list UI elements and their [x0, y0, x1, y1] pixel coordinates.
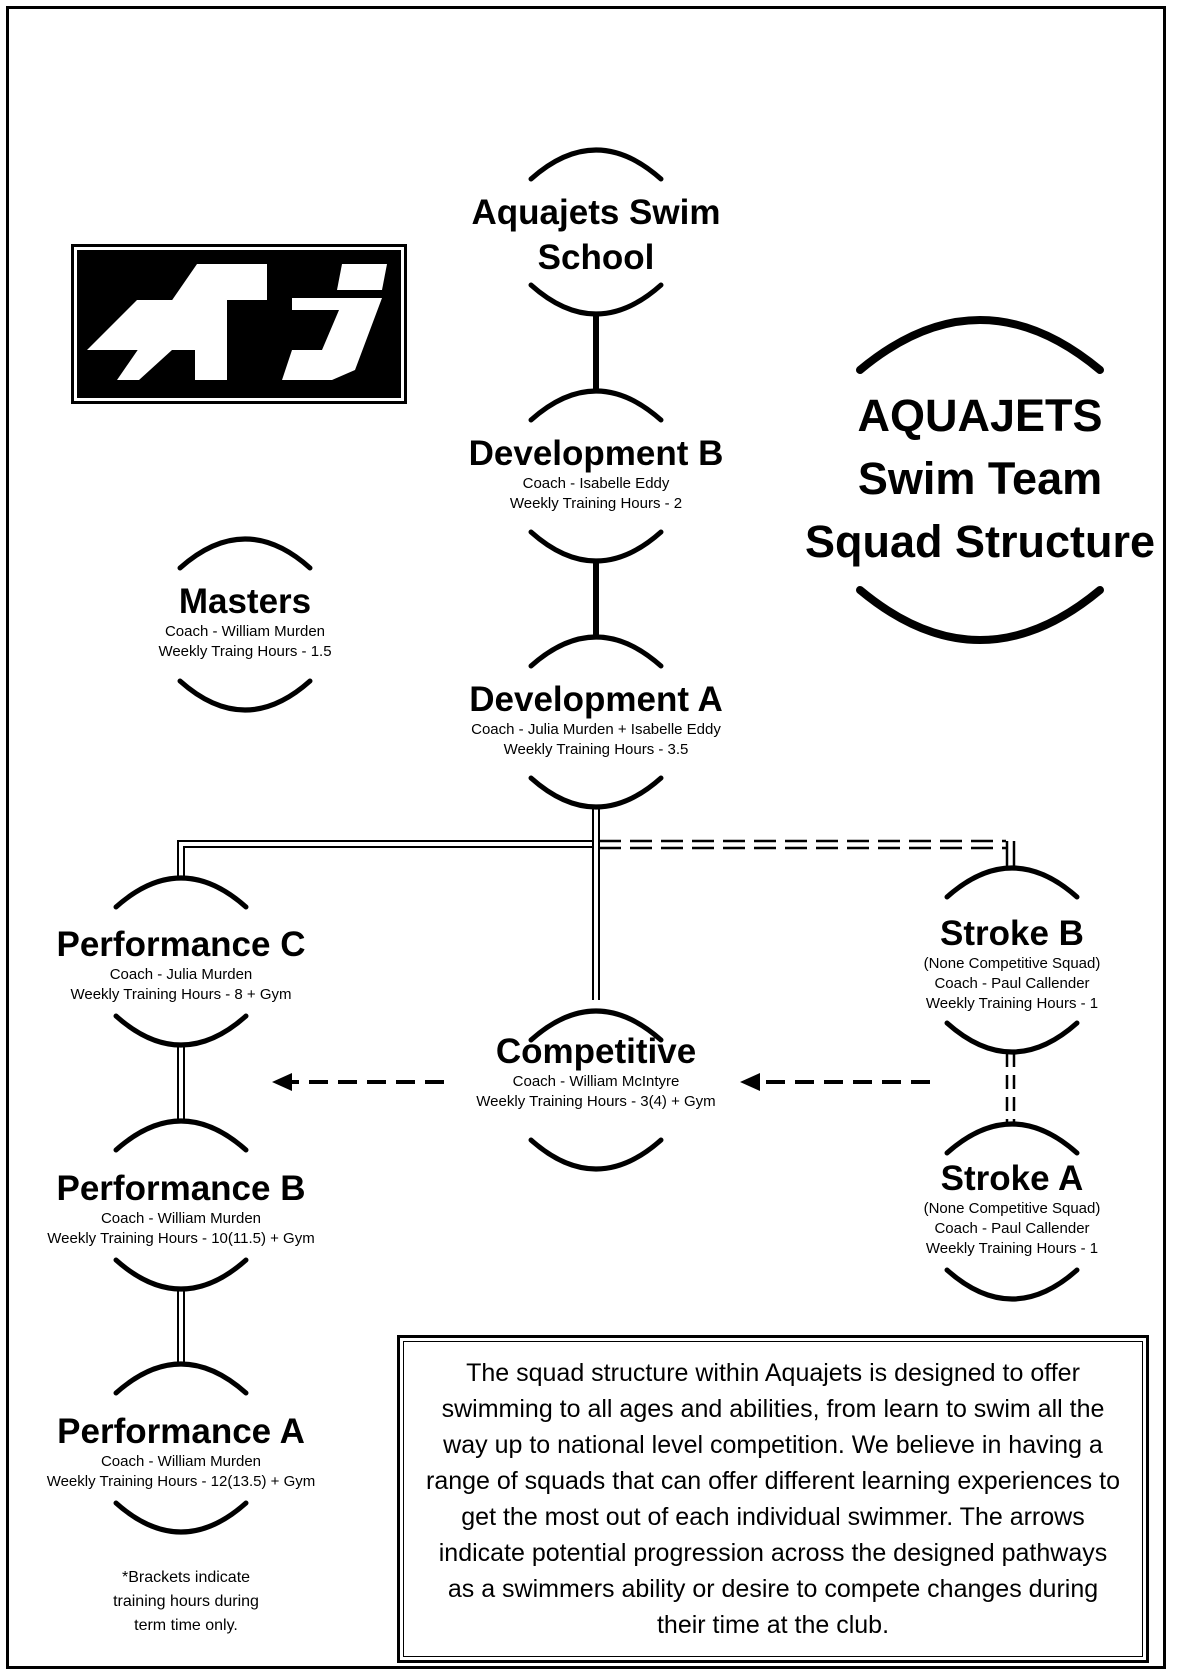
squad-note: (None Competitive Squad): [923, 1199, 1101, 1217]
title-line-2: Swim Team: [857, 453, 1103, 504]
connector-deva-perfc-inner: [183, 846, 593, 880]
description-box: The squad structure within Aquajets is d…: [397, 1335, 1149, 1663]
squad-coach: Coach - William Murden: [164, 622, 326, 640]
arrow-competitive-to-performance-head: [272, 1073, 292, 1091]
squad-coach: Coach - Julia Murden + Isabelle Eddy: [471, 720, 721, 738]
title-bottom-arc: [856, 586, 1104, 644]
squad-name: Stroke A: [940, 1159, 1084, 1198]
squad-name: Development B: [468, 434, 724, 473]
squad-coach: Coach - Paul Callender: [934, 1219, 1090, 1237]
dev-a-bottom-arc: [528, 775, 664, 810]
aj-logo-mark: [87, 264, 387, 380]
squad-hours: Weekly Training Hours - 12(13.5) + Gym: [46, 1472, 316, 1490]
masters-bottom-arc: [177, 678, 313, 713]
squad-name-line-1: Aquajets Swim: [471, 193, 721, 232]
swim-school-top-arc: [528, 147, 664, 182]
squad-hours: Weekly Training Hours - 3(4) + Gym: [476, 1092, 716, 1110]
squad-name: Performance A: [57, 1412, 305, 1451]
squad-name: Performance B: [56, 1169, 306, 1208]
stroke-a-bottom-arc: [944, 1267, 1080, 1302]
squad-hours: Weekly Training Hours - 3.5: [503, 740, 689, 758]
page-title: AQUAJETS Swim Team Squad Structure: [790, 384, 1170, 573]
squad-stroke-a: Stroke A (None Competitive Squad) Coach …: [882, 1159, 1142, 1259]
squad-swim-school: Aquajets Swim School: [446, 190, 746, 280]
squad-competitive: Competitive Coach - William McIntyre Wee…: [436, 1032, 756, 1112]
squad-coach: Coach - Isabelle Eddy: [522, 474, 670, 492]
squad-development-a: Development A Coach - Julia Murden + Isa…: [426, 680, 766, 760]
perf-b-top-arc: [113, 1118, 249, 1153]
dev-b-bottom-arc: [528, 529, 664, 564]
title-top-arc: [856, 316, 1104, 374]
squad-coach: Coach - Julia Murden: [109, 965, 253, 983]
perf-c-top-arc: [113, 875, 249, 910]
perf-b-bottom-arc: [113, 1257, 249, 1292]
squad-name-line-2: School: [537, 238, 655, 277]
perf-a-bottom-arc: [113, 1500, 249, 1535]
squad-name: Performance C: [56, 925, 306, 964]
squad-name: Competitive: [495, 1032, 697, 1071]
squad-name: Development A: [469, 680, 723, 719]
title-line-1: AQUAJETS: [857, 390, 1103, 441]
arrow-stroke-to-competitive-head: [740, 1073, 760, 1091]
squad-coach: Coach - William Murden: [100, 1452, 262, 1470]
swim-school-bottom-arc: [528, 282, 664, 317]
squad-coach: Coach - Paul Callender: [934, 974, 1090, 992]
description-text: The squad structure within Aquajets is d…: [426, 1359, 1120, 1639]
squad-performance-c: Performance C Coach - Julia Murden Weekl…: [16, 925, 346, 1005]
page-border: [6, 6, 1166, 1669]
squad-masters: Masters Coach - William Murden Weekly Tr…: [115, 582, 375, 662]
squad-performance-a: Performance A Coach - William Murden Wee…: [16, 1412, 346, 1492]
competitive-top-arc: [528, 1008, 664, 1043]
squad-hours: Weekly Training Hours - 1: [925, 994, 1099, 1012]
squad-hours: Weekly Training Hours - 8 + Gym: [70, 985, 292, 1003]
perf-a-top-arc: [113, 1361, 249, 1396]
squad-name: Masters: [178, 582, 312, 621]
aquajets-logo: [71, 244, 407, 404]
dev-a-top-arc: [528, 634, 664, 669]
footnote-line-2: training hours during: [113, 1593, 259, 1610]
squad-name: Stroke B: [940, 914, 1084, 953]
squad-performance-b: Performance B Coach - William Murden Wee…: [16, 1169, 346, 1249]
squad-development-b: Development B Coach - Isabelle Eddy Week…: [436, 434, 756, 514]
footnote-line-3: term time only.: [134, 1617, 238, 1634]
stroke-a-top-arc: [944, 1121, 1080, 1156]
squad-hours: Weekly Training Hours - 10(11.5) + Gym: [47, 1229, 315, 1247]
connector-deva-perfc-outer: [177, 840, 593, 880]
description-inner: The squad structure within Aquajets is d…: [403, 1341, 1143, 1657]
title-line-3: Squad Structure: [804, 516, 1156, 567]
squad-coach: Coach - William McIntyre: [512, 1072, 680, 1090]
squad-coach: Coach - William Murden: [100, 1209, 262, 1227]
competitive-bottom-arc: [528, 1137, 664, 1172]
dev-b-top-arc: [528, 388, 664, 423]
squad-hours: Weekly Training Hours - 1: [925, 1239, 1099, 1257]
squad-stroke-b: Stroke B (None Competitive Squad) Coach …: [882, 914, 1142, 1014]
stroke-b-top-arc: [944, 865, 1080, 900]
squad-hours: Weekly Traing Hours - 1.5: [158, 642, 332, 660]
footnote-line-1: *Brackets indicate: [121, 1569, 251, 1586]
masters-top-arc: [177, 536, 313, 571]
brackets-footnote: *Brackets indicate training hours during…: [66, 1566, 306, 1638]
squad-hours: Weekly Training Hours - 2: [509, 494, 683, 512]
perf-c-bottom-arc: [113, 1013, 249, 1048]
stroke-b-bottom-arc: [944, 1020, 1080, 1055]
squad-note: (None Competitive Squad): [923, 954, 1101, 972]
